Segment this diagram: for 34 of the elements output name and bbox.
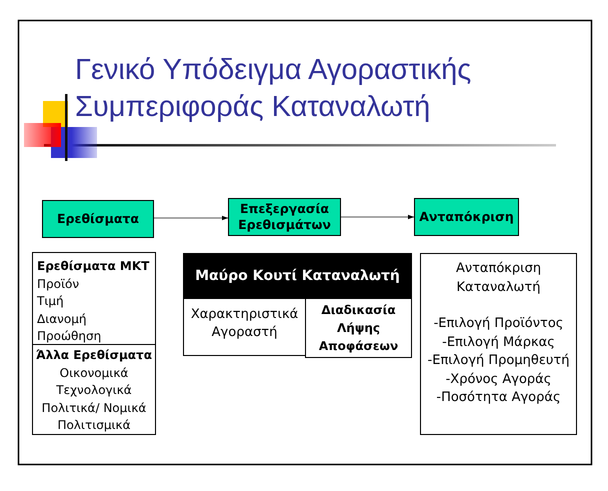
list-box [420, 253, 577, 435]
list-box [32, 252, 156, 345]
list-box [32, 344, 156, 435]
list-item: -Ποσότητα Αγοράς [436, 389, 561, 407]
band-heading: Μαύρο Κουτί Καταναλωτή [195, 267, 400, 285]
list-item: Πολιτικά/ Νομικά [42, 400, 146, 416]
stage-box [414, 198, 519, 236]
stage-label: Επεξεργασία Ερεθισμάτων [237, 201, 332, 233]
list-item: -Επιλογή Προϊόντος [434, 315, 564, 333]
list-item: -Χρόνος Αγοράς [446, 370, 552, 388]
list-item: Προϊόν [37, 276, 80, 292]
box-label: Διαδικασία Λήψης Αποφάσεων [318, 302, 400, 355]
stage-box [42, 200, 154, 238]
arrow [341, 214, 414, 220]
list-heading: Άλλα Ερεθίσματα [36, 347, 152, 364]
list-item: Πολιτισμικά [57, 417, 131, 434]
arrow [154, 216, 228, 220]
list-item: Τιμή [37, 293, 64, 310]
list-item: Τεχνολογικά [56, 382, 132, 399]
list-item: Διανομή [37, 310, 86, 328]
list-item: -Επιλογή Μάρκας [442, 334, 555, 352]
list-item: Προώθηση [37, 328, 102, 345]
slide-title: Γενικό Υπόδειγμα Αγοραστικής Συμπεριφοράς Καταναλωτή [75, 53, 472, 125]
list-item: Οικονομικά [60, 364, 128, 382]
label-box [305, 298, 412, 358]
label-box [183, 298, 306, 356]
stage-label: Ανταπόκριση [419, 209, 514, 225]
list-heading: Ερεθίσματα ΜΚΤ [37, 258, 150, 275]
header-band [183, 253, 412, 299]
list-item: -Επιλογή Προμηθευτή [428, 352, 570, 370]
stage-label: Ερεθίσματα [57, 211, 139, 227]
box-label: Χαρακτηριστικά Αγοραστή [190, 306, 300, 342]
stage-box [228, 198, 341, 236]
list-heading: Ανταπόκριση Καταναλωτή [454, 260, 542, 296]
